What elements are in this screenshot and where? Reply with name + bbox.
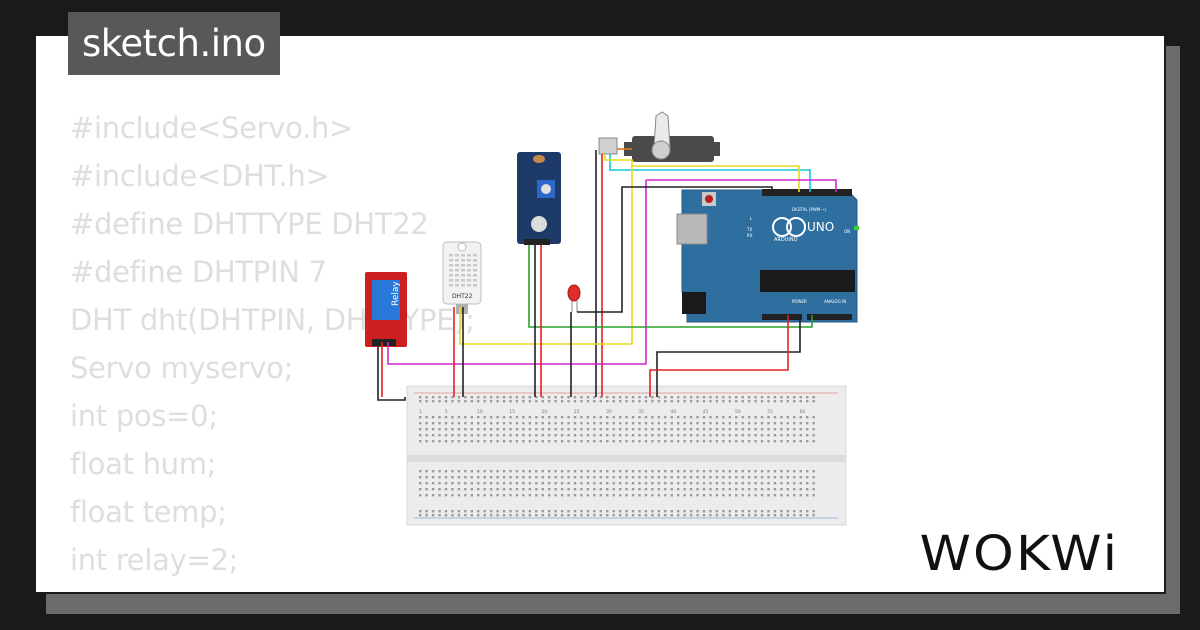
ldr-sensor-module[interactable]	[517, 152, 561, 245]
breadboard-number: 30	[606, 409, 612, 415]
breadboard-number: 45	[703, 409, 709, 415]
breadboard-number: 10	[477, 409, 483, 415]
servo-connector	[598, 137, 618, 155]
arduino-label: ARDUINO	[774, 237, 798, 243]
breadboard-number: 1	[419, 409, 422, 415]
usb-port	[676, 213, 708, 245]
relay-module[interactable]: Relay	[365, 272, 407, 347]
file-tab[interactable]: sketch.ino	[68, 12, 280, 75]
relay-label: Relay	[391, 281, 401, 306]
breadboard-number: 40	[671, 409, 677, 415]
analog-header	[807, 314, 852, 320]
digital-label: DIGITAL (PWM ~)	[792, 207, 827, 212]
wires	[377, 148, 837, 401]
code-line: const int ledPin=13;	[70, 591, 358, 592]
project-card[interactable]: #include<Servo.h> #include<DHT.h> #defin…	[34, 34, 1166, 594]
dht-grill	[449, 254, 477, 287]
wokwi-logo: WOKWi	[919, 526, 1120, 582]
analog-label: ANALOG IN	[824, 299, 846, 304]
code-preview: #include<Servo.h> #include<DHT.h> #defin…	[70, 104, 475, 592]
breadboard-number: 5	[445, 409, 448, 415]
code-line: #define DHTTYPE DHT22	[70, 207, 429, 241]
servo-horn-icon	[653, 111, 671, 148]
atmega-chip	[760, 270, 855, 292]
code-line: int relay=2;	[70, 543, 239, 577]
breadboard-number: 25	[574, 409, 580, 415]
power-jack	[682, 292, 706, 314]
arduino-uno[interactable]: UNO ARDUINO DIGITAL (PWM ~) POWER ANALOG…	[676, 189, 859, 323]
breadboard-number: 20	[542, 409, 548, 415]
code-line: Servo myservo;	[70, 351, 294, 385]
code-line: float hum;	[70, 447, 217, 481]
on-label: ON	[844, 229, 850, 234]
uno-label: UNO	[807, 220, 834, 234]
breadboard-number: 35	[638, 409, 644, 415]
arduino-logo-icon	[772, 217, 792, 237]
code-line: #define DHTPIN 7	[70, 255, 327, 289]
code-line: #include<Servo.h>	[70, 111, 354, 145]
power-header	[762, 314, 802, 320]
breadboard-number: 50	[735, 409, 741, 415]
rx-label: RX	[747, 233, 753, 238]
breadboard-holes	[419, 396, 815, 517]
breadboard-number: 60	[800, 409, 806, 415]
power-label: POWER	[792, 299, 807, 304]
tx-label: TX	[746, 227, 752, 232]
ldr-icon	[533, 155, 545, 163]
digital-header	[762, 189, 852, 196]
dht22-sensor[interactable]: DHT22	[442, 241, 482, 314]
on-led	[854, 226, 859, 230]
reset-button-cap	[705, 195, 713, 203]
breadboard-number: 55	[767, 409, 773, 415]
breadboard-number: 15	[509, 409, 515, 415]
red-led[interactable]	[567, 284, 581, 312]
dht-label: DHT22	[452, 293, 473, 300]
l-label: L	[750, 216, 753, 221]
servo-motor[interactable]	[598, 111, 720, 162]
code-line: int pos=0;	[70, 399, 218, 433]
code-line: #include<DHT.h>	[70, 159, 330, 193]
code-line: float temp;	[70, 495, 227, 529]
